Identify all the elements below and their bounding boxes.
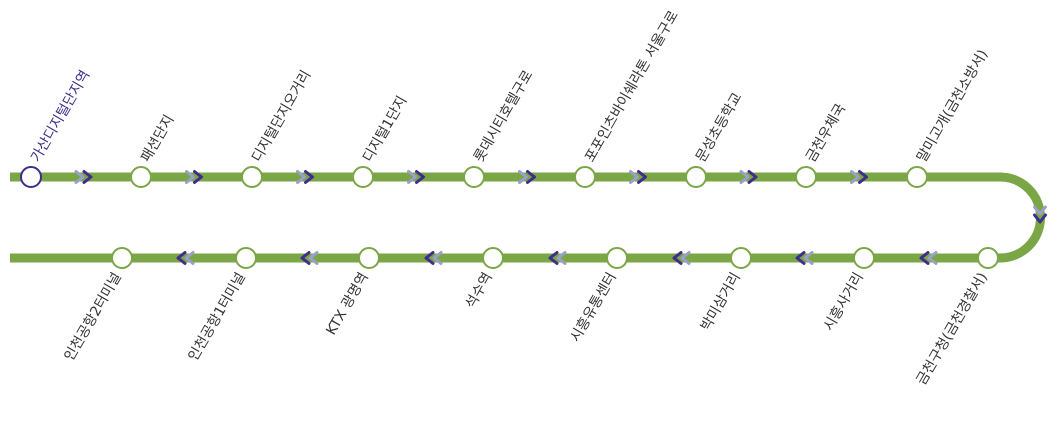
double-chevron-icon xyxy=(424,251,443,265)
station-current[interactable]: 가산디지털단지역 xyxy=(20,68,93,188)
station[interactable]: 문성초등학교 xyxy=(685,90,746,188)
station-marker[interactable] xyxy=(906,166,928,188)
double-chevron-icon xyxy=(629,170,647,184)
station[interactable]: 인천공항2터미널 xyxy=(62,247,133,364)
station-name: KTX 광명역 xyxy=(323,270,372,338)
station[interactable]: 포포인츠바이쉐라톤 서울구로 xyxy=(574,8,682,188)
station-marker[interactable] xyxy=(574,166,596,188)
station-marker[interactable] xyxy=(482,247,504,269)
double-chevron-icon xyxy=(300,251,319,265)
station-name: 패션단지 xyxy=(138,112,178,165)
station-marker[interactable] xyxy=(730,247,752,269)
station-name: 석수역 xyxy=(463,270,496,311)
double-chevron-icon xyxy=(74,170,93,184)
station[interactable]: 롯데시티호텔구로 xyxy=(463,68,537,188)
station-name: 금천우체국 xyxy=(803,101,849,165)
station-marker[interactable] xyxy=(463,166,485,188)
station-name: 박미삼거리 xyxy=(698,270,744,334)
station-name: 디지털1단지 xyxy=(360,94,411,165)
station-marker[interactable] xyxy=(111,247,133,269)
station-marker[interactable] xyxy=(130,166,152,188)
station-name: 인천공항1터미널 xyxy=(186,270,249,364)
station-marker[interactable] xyxy=(977,247,999,269)
station-name: 시흥사거리 xyxy=(821,270,867,334)
double-chevron-icon xyxy=(850,170,868,184)
double-chevron-icon xyxy=(518,170,536,184)
double-chevron-icon xyxy=(296,170,314,184)
station-name: 인천공항2터미널 xyxy=(62,270,125,364)
station-name: 디지털단지오거리 xyxy=(249,68,314,165)
station-name: 금천구청(금천경찰서) xyxy=(914,270,991,388)
station[interactable]: 디지털단지오거리 xyxy=(241,68,314,188)
station-marker[interactable] xyxy=(853,247,875,269)
route-line xyxy=(10,172,1045,263)
double-chevron-icon xyxy=(176,251,195,265)
station-marker[interactable] xyxy=(241,166,263,188)
station[interactable]: 금천구청(금천경찰서) xyxy=(914,247,999,388)
double-chevron-icon xyxy=(548,251,567,265)
double-chevron-icon xyxy=(407,170,425,184)
station-marker[interactable] xyxy=(795,166,817,188)
station-name: 말미고개(금천소방서) xyxy=(914,47,991,165)
station-marker[interactable] xyxy=(352,166,374,188)
station-marker[interactable] xyxy=(606,247,628,269)
station-marker[interactable] xyxy=(685,166,707,188)
station[interactable]: 말미고개(금천소방서) xyxy=(906,47,991,188)
direction-arrows xyxy=(74,170,1047,265)
station-name: 가산디지털단지역 xyxy=(28,68,93,165)
station[interactable]: 시흥유통센터 xyxy=(567,247,628,345)
station-marker[interactable] xyxy=(235,247,257,269)
station-marker[interactable] xyxy=(358,247,380,269)
double-chevron-icon xyxy=(1033,205,1047,224)
station-name: 시흥유통센터 xyxy=(567,270,619,345)
stations: 가산디지털단지역 패션단지 디지털단지오거리 디지털1단지 롯데시티호텔구로 포포인츠바이… xyxy=(20,8,999,388)
station-name: 롯데시티호텔구로 xyxy=(471,68,536,165)
station-name: 포포인츠바이쉐라톤 서울구로 xyxy=(582,8,682,165)
double-chevron-icon xyxy=(672,251,691,265)
station-name: 문성초등학교 xyxy=(693,90,746,165)
double-chevron-icon xyxy=(919,251,938,265)
route-line-path xyxy=(10,172,1045,263)
station[interactable]: 인천공항1터미널 xyxy=(186,247,257,364)
double-chevron-icon xyxy=(185,170,203,184)
double-chevron-icon xyxy=(739,170,758,184)
station-marker[interactable] xyxy=(20,166,42,188)
double-chevron-icon xyxy=(795,251,814,265)
